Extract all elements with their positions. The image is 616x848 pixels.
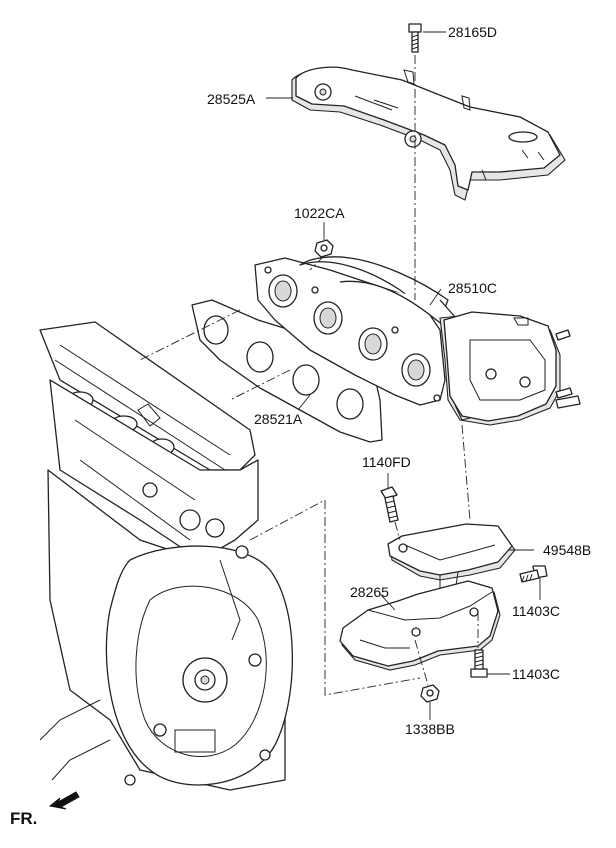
exhaust-manifold <box>254 256 581 426</box>
label-1140FD: 1140FD <box>362 454 411 470</box>
leader-lines <box>266 31 541 720</box>
label-1338BB: 1338BB <box>405 721 455 737</box>
bolt-11403C-lower <box>470 649 488 678</box>
nut-1022CA <box>314 239 334 258</box>
front-label: FR. <box>10 809 37 828</box>
engine-block <box>39 321 294 791</box>
bracket-28265 <box>339 580 501 671</box>
label-28521A: 28521A <box>254 411 303 427</box>
bolt-28165D <box>408 23 422 53</box>
bolt-11403C-upper <box>519 565 548 583</box>
heat-shield <box>291 66 566 201</box>
label-11403C-lower: 11403C <box>512 666 560 682</box>
assembly-lines <box>139 55 479 696</box>
nut-1338BB <box>420 684 440 703</box>
part-labels: 28165D 28525A 1022CA 28510C 28521A 1140F… <box>207 24 591 737</box>
label-28525A: 28525A <box>207 91 256 107</box>
label-28510C: 28510C <box>448 280 497 296</box>
label-28165D: 28165D <box>448 24 497 40</box>
label-49548B: 49548B <box>543 542 591 558</box>
label-11403C-upper: 11403C <box>512 603 560 619</box>
front-direction-marker: FR. <box>10 791 80 828</box>
front-arrow-icon <box>48 791 80 810</box>
bolt-1140FD <box>380 486 399 523</box>
label-1022CA: 1022CA <box>294 205 345 221</box>
bracket-49548B <box>387 523 516 604</box>
label-28265: 28265 <box>350 584 389 600</box>
